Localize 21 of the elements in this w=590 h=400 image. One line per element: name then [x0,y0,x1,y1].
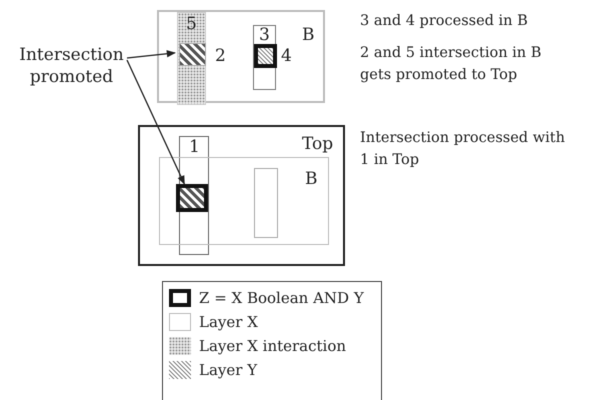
cell-outline [138,125,345,266]
hatched-shape [179,43,206,66]
intersection-shape [254,44,277,68]
legend-text: Layer X interaction [199,336,346,356]
annotation-text: Intersection promoted [18,44,125,90]
cell-outline [157,10,325,103]
legend-text: Z = X Boolean AND Y [199,288,364,308]
note-text: 3 and 4 processed in B [360,12,529,31]
legend-text: Layer X [199,312,258,332]
arrow [126,50,176,59]
shape-number: 4 [281,47,292,65]
cell-name: B [302,26,314,44]
note-text: 2 and 5 intersection in B gets promoted to Top [360,44,542,85]
layer-rectangle [254,168,278,238]
cell-name: Top [302,135,334,153]
legend-text: Layer Y [199,360,258,380]
shape-number: 2 [215,47,226,65]
cell-name: B [305,170,318,188]
arrow [126,60,185,185]
cell-instance-outline [159,157,329,245]
note-text: Intersection processed with 1 in Top [360,129,566,170]
